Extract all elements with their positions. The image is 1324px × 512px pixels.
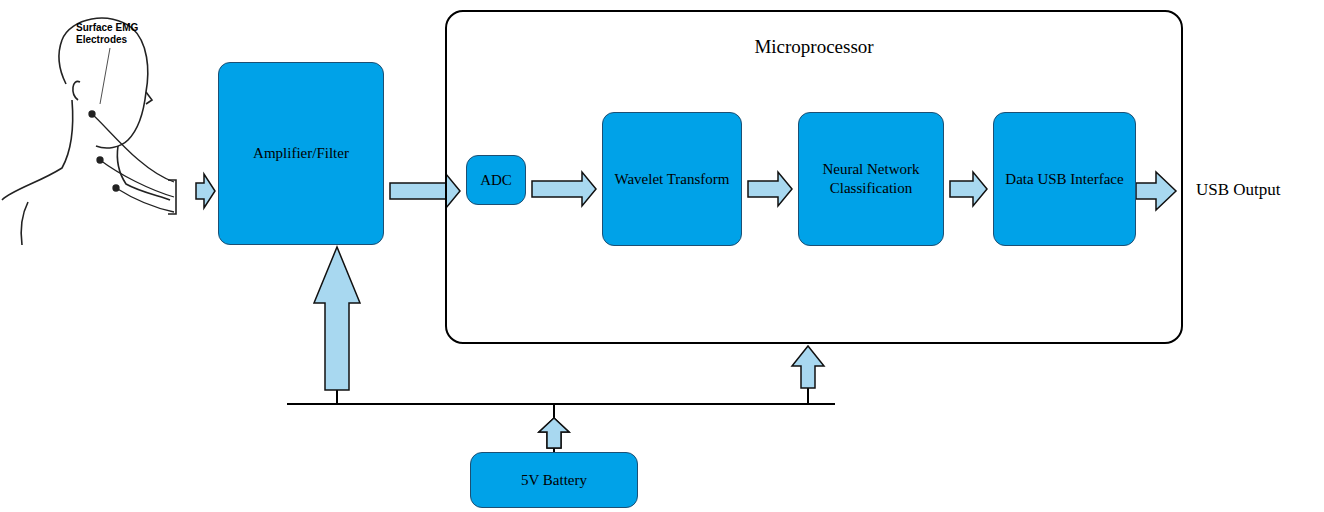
processor-frame: MicroprocessorADC Wavelet Transform Neural… [445, 10, 1183, 344]
lead-wire [92, 114, 174, 182]
leader-line [100, 48, 110, 104]
process-box: 5V Battery [470, 452, 638, 508]
connector [390, 174, 460, 208]
process-box: Amplifier/Filter [218, 62, 384, 245]
connector [748, 172, 792, 206]
connector [950, 172, 987, 206]
connector [314, 247, 569, 452]
process-box: ADC [466, 155, 526, 205]
power-wire [337, 390, 554, 452]
electrode-leads [89, 48, 176, 214]
callout-label: Surface EMG Electrodes [76, 22, 162, 45]
block-arrow [314, 247, 360, 390]
box-label: ADC [474, 167, 518, 194]
process-box: Data USB Interface [993, 112, 1136, 246]
block-arrow [196, 174, 215, 208]
lead-wire [100, 160, 174, 197]
block-arrow [532, 172, 596, 206]
group-title: Microprocessor [447, 36, 1181, 58]
neck-back [2, 100, 73, 200]
block-arrow [748, 172, 792, 206]
block-arrow [1136, 172, 1176, 210]
lead-wire [116, 188, 174, 212]
lead-bracket [168, 180, 176, 214]
block-arrow [539, 418, 569, 448]
nose [146, 92, 152, 104]
process-box: Neural Network Classification [798, 112, 944, 246]
output-label: USB Output [1196, 180, 1322, 200]
arm-line [21, 202, 28, 245]
box-label: Neural Network Classification [799, 156, 943, 202]
connector [539, 346, 824, 452]
process-box: Wavelet Transform [602, 112, 742, 246]
block-arrow [792, 346, 824, 388]
block-arrow [390, 174, 460, 208]
person-illustration [2, 18, 170, 245]
block-arrow [539, 418, 569, 448]
box-label: 5V Battery [515, 467, 593, 494]
head-back [59, 40, 66, 84]
box-label: Data USB Interface [999, 166, 1129, 193]
box-label: Wavelet Transform [608, 166, 735, 193]
ear [73, 81, 80, 100]
connector [532, 172, 596, 206]
neck-front [117, 146, 170, 200]
power-wire [554, 388, 808, 452]
block-arrow [950, 172, 987, 206]
box-label: Amplifier/Filter [247, 140, 355, 167]
